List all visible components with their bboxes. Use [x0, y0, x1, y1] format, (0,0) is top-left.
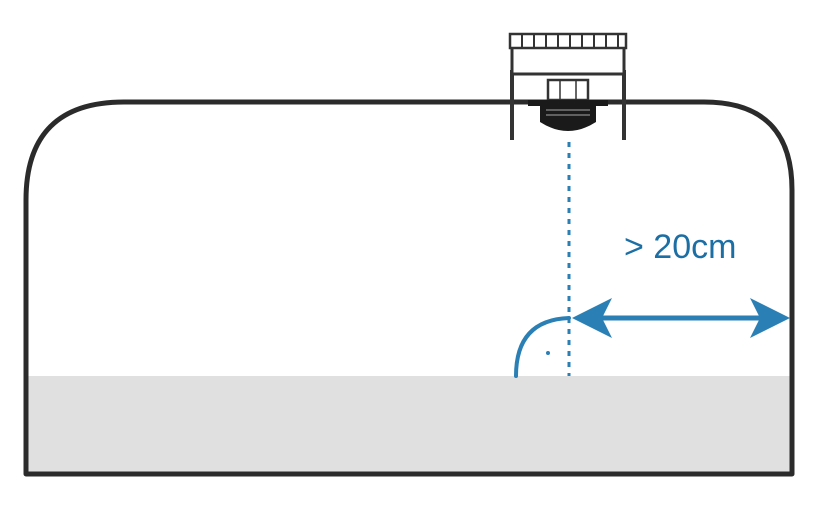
- double-headed-arrow-icon: [572, 298, 790, 338]
- liquid-level: [26, 376, 790, 474]
- tank-outline: [23, 99, 795, 477]
- ultrasonic-level-sensor-icon: [508, 32, 628, 140]
- distance-label: > 20cm: [624, 228, 736, 266]
- right-angle-dot: [546, 351, 550, 355]
- beam-angle-arc: [514, 316, 571, 378]
